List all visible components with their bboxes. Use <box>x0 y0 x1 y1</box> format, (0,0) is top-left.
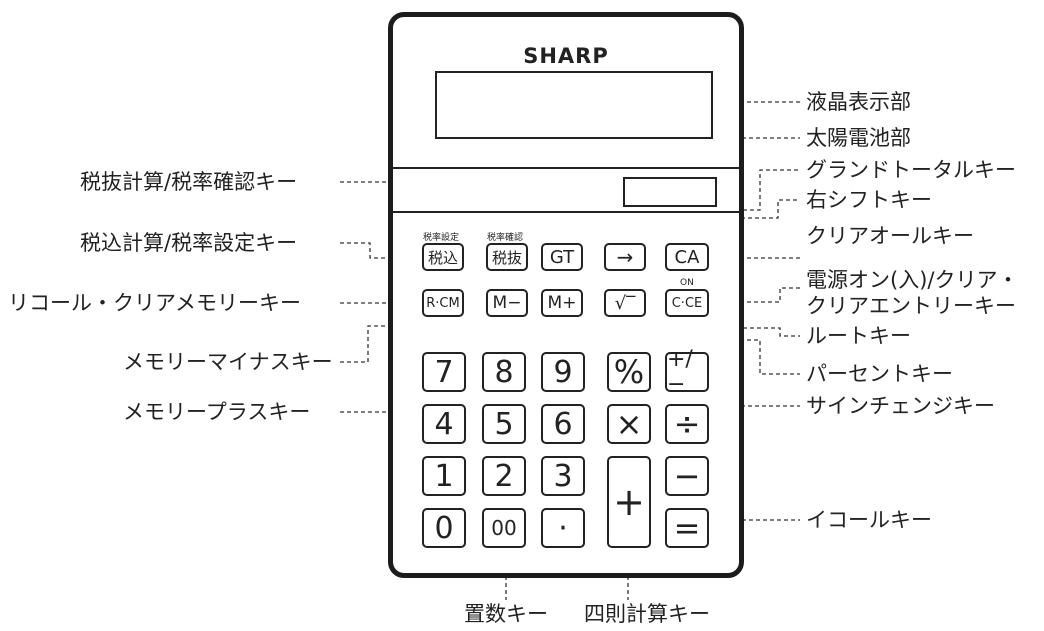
gt-key[interactable]: GT <box>541 243 583 271</box>
label-arithmetic-keys: 四則計算キー <box>584 602 710 626</box>
cce-key[interactable]: C·CE <box>665 289 709 317</box>
arrow-right-icon: → <box>616 245 634 269</box>
label-recall-clear-memory: リコール・クリアメモリーキー <box>8 291 301 315</box>
brand-logo: SHARP <box>523 44 609 68</box>
label-power-clear-line2: クリアエントリーキー <box>806 294 1016 318</box>
digit-6-key[interactable]: 6 <box>541 404 585 444</box>
tax-rate-confirm-caption: 税率確認 <box>487 233 524 243</box>
divide-key[interactable]: ÷ <box>665 404 709 444</box>
label-memory-plus: メモリープラスキー <box>123 400 311 424</box>
ca-key[interactable]: CA <box>665 243 709 271</box>
label-power-clear-line1: 電源オン(入)/クリア・ <box>806 268 1019 292</box>
label-grand-total: グランドトータルキー <box>806 158 1016 182</box>
label-clear-all: クリアオールキー <box>806 224 974 248</box>
tax-out-key[interactable]: 税抜 <box>486 243 528 271</box>
label-tax-out-calc: 税抜計算/税率確認キー <box>80 170 298 194</box>
plus-key[interactable]: + <box>607 456 651 548</box>
label-right-shift: 右シフトキー <box>806 188 932 212</box>
solar-panel <box>623 177 717 207</box>
minus-key[interactable]: − <box>665 456 709 496</box>
equals-key[interactable]: = <box>665 508 709 548</box>
on-caption: ON <box>680 278 694 288</box>
m-plus-key[interactable]: M+ <box>541 289 583 317</box>
digit-4-key[interactable]: 4 <box>422 404 466 444</box>
digit-8-key[interactable]: 8 <box>482 352 526 392</box>
sqrt-key[interactable]: √‾ <box>604 289 646 317</box>
digit-00-key[interactable]: 00 <box>482 508 526 548</box>
label-percent: パーセントキー <box>806 362 953 386</box>
multiply-key[interactable]: × <box>607 404 651 444</box>
label-lcd: 液晶表示部 <box>806 90 911 114</box>
label-sign-change: サインチェンジキー <box>806 394 995 418</box>
sign-change-key[interactable]: +/− <box>665 347 709 397</box>
tax-in-key[interactable]: 税込 <box>422 243 464 271</box>
percent-key[interactable]: % <box>607 352 651 392</box>
label-solar: 太陽電池部 <box>806 126 911 150</box>
divider-bottom <box>393 211 739 213</box>
label-tax-in-calc: 税込計算/税率設定キー <box>80 231 298 255</box>
digit-9-key[interactable]: 9 <box>541 352 585 392</box>
lcd-display <box>435 71 713 139</box>
digit-7-key[interactable]: 7 <box>422 352 466 392</box>
label-memory-minus: メモリーマイナスキー <box>123 350 333 374</box>
square-root-icon: √‾ <box>614 292 636 314</box>
m-minus-key[interactable]: M− <box>486 289 528 317</box>
digit-2-key[interactable]: 2 <box>482 456 526 496</box>
label-root: ルートキー <box>806 324 911 348</box>
digit-5-key[interactable]: 5 <box>482 404 526 444</box>
label-equal: イコールキー <box>806 508 932 532</box>
rcm-key[interactable]: R·CM <box>422 289 464 317</box>
divider-top <box>393 167 739 169</box>
label-numeric-keys: 置数キー <box>464 602 548 626</box>
digit-1-key[interactable]: 1 <box>422 456 466 496</box>
tax-rate-set-caption: 税率設定 <box>423 233 460 243</box>
decimal-point-key[interactable]: · <box>541 508 585 548</box>
digit-3-key[interactable]: 3 <box>541 456 585 496</box>
right-shift-key[interactable]: → <box>604 243 646 271</box>
digit-0-key[interactable]: 0 <box>422 508 466 548</box>
